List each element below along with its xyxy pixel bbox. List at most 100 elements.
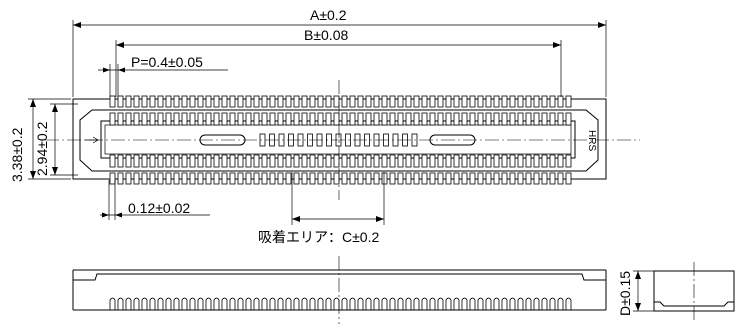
contact: [333, 154, 340, 168]
front-pin: [117, 297, 124, 310]
front-pin: [461, 297, 468, 310]
pin: [493, 172, 500, 185]
pin: [125, 172, 132, 185]
front-pin: [173, 297, 180, 310]
pin: [181, 95, 188, 108]
pin: [557, 95, 564, 108]
pin: [541, 172, 548, 185]
pin: [461, 172, 468, 185]
dim-pitch-label: P=0.4±0.05: [131, 54, 203, 70]
pin: [221, 172, 228, 185]
pin: [245, 172, 252, 185]
pin: [413, 172, 420, 185]
pin: [293, 95, 300, 108]
front-pin: [109, 297, 116, 310]
contact: [397, 154, 404, 168]
pin: [261, 95, 268, 108]
contact: [525, 154, 532, 168]
contact: [277, 154, 284, 168]
contact: [125, 154, 132, 168]
contact: [421, 112, 428, 126]
contact: [493, 154, 500, 168]
pin: [181, 172, 188, 185]
contact: [309, 112, 316, 126]
front-pin: [421, 297, 428, 310]
front-pin: [501, 297, 508, 310]
front-pin: [197, 297, 204, 310]
pin: [437, 172, 444, 185]
front-pin: [485, 297, 492, 310]
pin: [469, 95, 476, 108]
contact: [213, 112, 220, 126]
pin: [245, 95, 252, 108]
pin: [165, 172, 172, 185]
contact: [197, 112, 204, 126]
front-pin: [445, 297, 452, 310]
contact: [173, 112, 180, 126]
pin: [221, 95, 228, 108]
pin: [173, 95, 180, 108]
contact: [125, 112, 132, 126]
pin: [309, 172, 316, 185]
front-pin: [557, 297, 564, 310]
contact: [205, 154, 212, 168]
brand-mark: HRS: [586, 130, 597, 151]
pin: [173, 172, 180, 185]
front-pin: [221, 297, 228, 310]
pin: [453, 95, 460, 108]
pin: [373, 172, 380, 185]
contact: [349, 112, 356, 126]
pin: [213, 172, 220, 185]
contact: [165, 154, 172, 168]
front-pin: [253, 297, 260, 310]
pin: [109, 95, 116, 108]
contact: [365, 154, 372, 168]
pin: [333, 172, 340, 185]
front-pin: [549, 297, 556, 310]
contact: [445, 112, 452, 126]
contact: [389, 112, 396, 126]
contact: [245, 154, 252, 168]
contact: [269, 154, 276, 168]
contact-row-top: [109, 112, 572, 126]
contact: [205, 112, 212, 126]
dim-a-label: A±0.2: [310, 7, 347, 23]
pin: [477, 172, 484, 185]
pin: [445, 172, 452, 185]
pin: [357, 172, 364, 185]
front-pin: [429, 297, 436, 310]
pin: [565, 95, 572, 108]
contact: [501, 112, 508, 126]
contact: [133, 112, 140, 126]
front-pin: [285, 297, 292, 310]
contact: [133, 154, 140, 168]
front-pin: [493, 297, 500, 310]
contact: [477, 154, 484, 168]
front-pin: [397, 297, 404, 310]
contact: [517, 154, 524, 168]
pin: [261, 172, 268, 185]
contact: [141, 112, 148, 126]
pin: [157, 95, 164, 108]
front-pin: [133, 297, 140, 310]
front-pin: [509, 297, 516, 310]
pin: [357, 95, 364, 108]
contact: [357, 112, 364, 126]
pin: [325, 172, 332, 185]
pin: [197, 172, 204, 185]
pin: [301, 172, 308, 185]
pin: [541, 95, 548, 108]
pin: [253, 172, 260, 185]
contact: [397, 112, 404, 126]
contact: [109, 112, 116, 126]
pin: [525, 172, 532, 185]
pin: [397, 172, 404, 185]
pin: [269, 95, 276, 108]
pin: [317, 95, 324, 108]
pin: [325, 95, 332, 108]
pin: [109, 172, 116, 185]
dim-side-height-label: D±0.15: [617, 271, 633, 316]
front-pin: [469, 297, 476, 310]
pin: [381, 95, 388, 108]
contact: [373, 112, 380, 126]
